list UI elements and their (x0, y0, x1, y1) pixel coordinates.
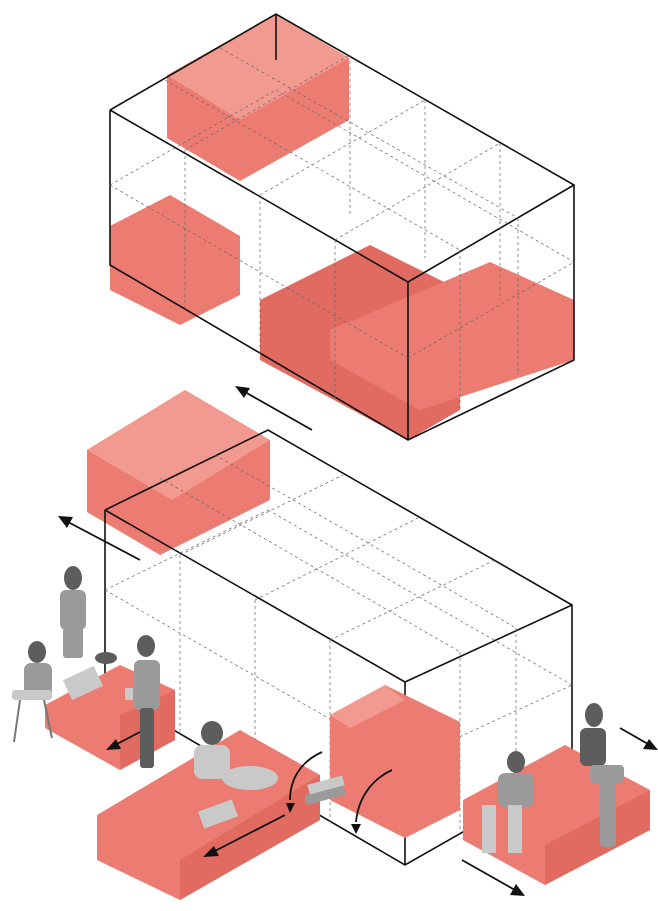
arrow-bench-bottom (203, 814, 286, 857)
top-frame-edge (407, 184, 575, 283)
bottom-frame-edge (404, 604, 573, 683)
person-seated-chair (12, 641, 53, 743)
top-frame-grid (109, 47, 575, 410)
person-seated-woman-right (580, 703, 624, 847)
arrow-detached-left (58, 516, 141, 561)
top-module-upper-face (167, 14, 349, 120)
bottom-module-center-top (330, 685, 405, 728)
arrow-bottom-right (461, 859, 525, 896)
person-standing-woman (60, 566, 86, 658)
bottom-module-detached-face (87, 390, 270, 500)
bottom-frame-edge (104, 509, 406, 683)
bench-bottom-side (180, 775, 320, 900)
person-standing-man (134, 635, 160, 768)
book-stack (304, 775, 346, 806)
top-frame-edge (109, 109, 409, 283)
bottom-frame-group (45, 390, 650, 900)
person-seated-man-right (482, 751, 534, 853)
top-module-left (110, 195, 240, 325)
arrow-bench-right-out (619, 727, 658, 750)
arrow-curve-center (286, 751, 393, 834)
top-module-right (330, 262, 574, 410)
person-seated-reading (194, 721, 278, 829)
bench-right-side (545, 790, 650, 885)
arrow-upper-left (235, 386, 313, 431)
arrow-bench-left (106, 731, 141, 750)
top-frame-group (109, 13, 575, 441)
table-props (62, 652, 133, 701)
